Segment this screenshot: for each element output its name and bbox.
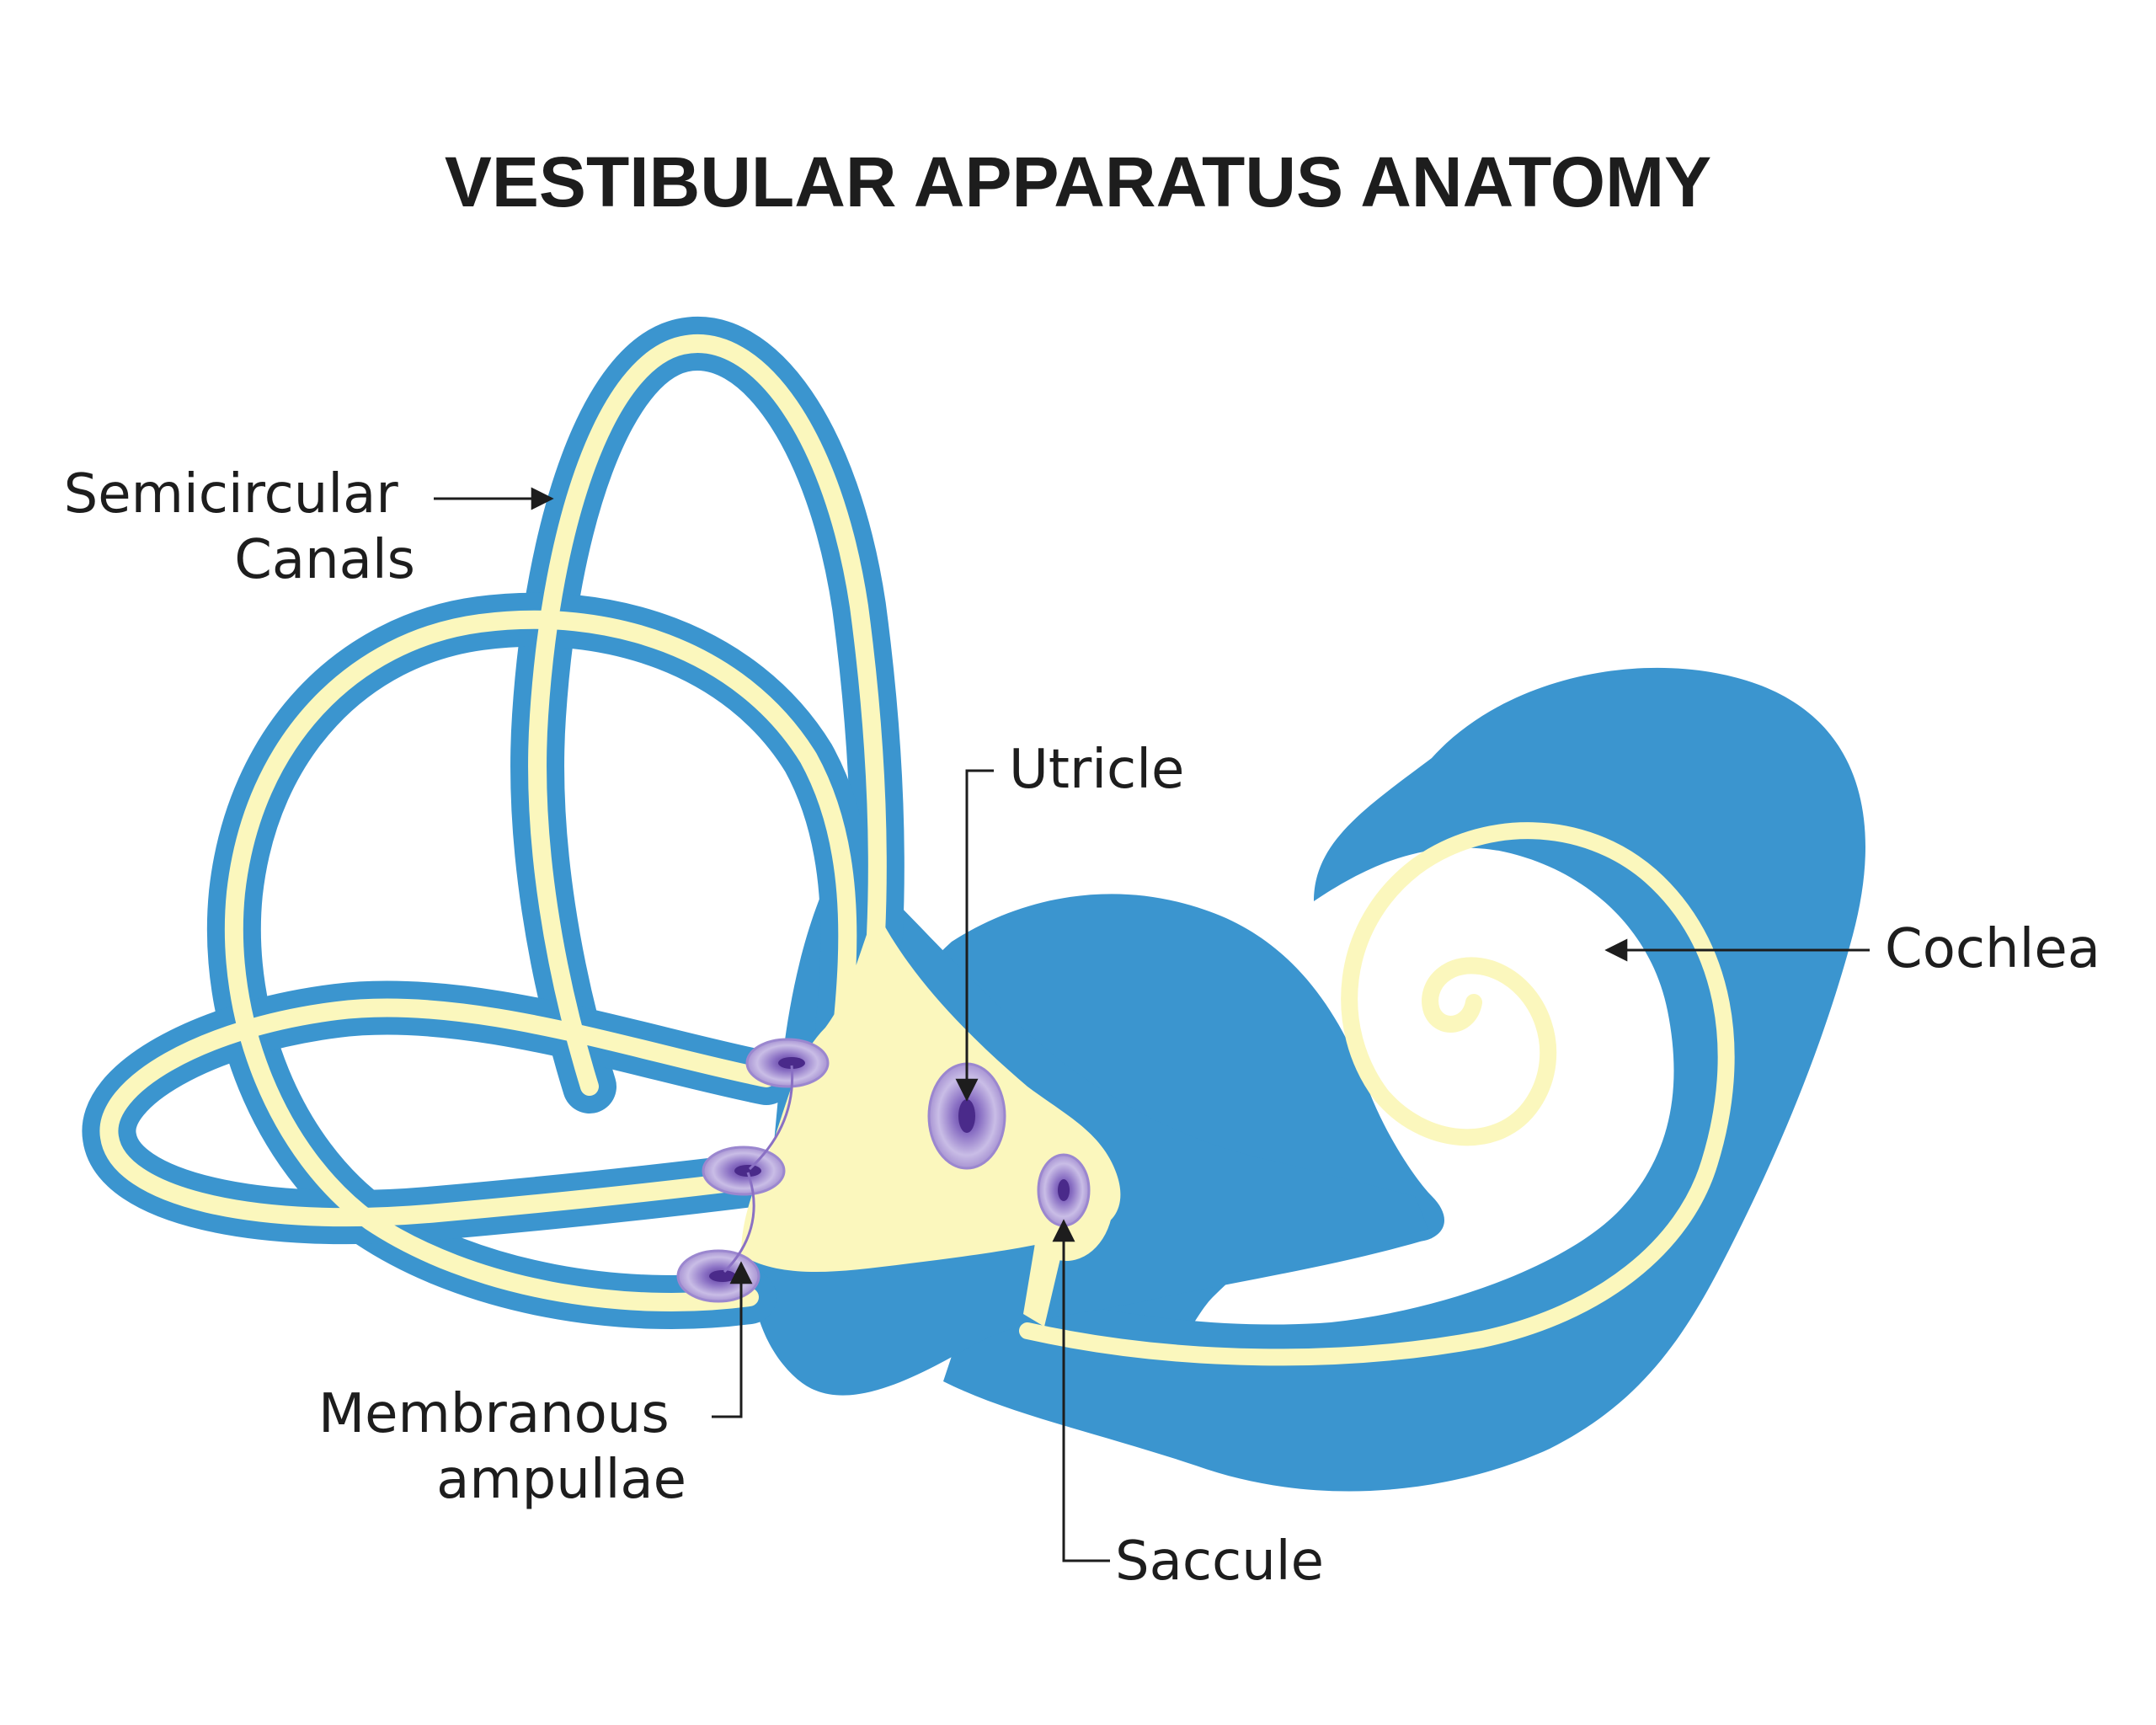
semicircular-canals-label: Semicircular Canals	[64, 463, 415, 591]
utricle-leader	[955, 769, 994, 1102]
semicircular-canals	[82, 317, 905, 1329]
utricle-label: Utricle	[1009, 739, 1184, 801]
superior-canal-lumen	[528, 334, 887, 1096]
saccule-macula	[1037, 1153, 1091, 1227]
saccule-label: Saccule	[1115, 1530, 1324, 1593]
utricle-macula	[927, 1062, 1006, 1170]
membranous-ampullae-leader	[712, 1261, 753, 1418]
ampulla-superior	[745, 1038, 830, 1088]
saccule-leader	[1052, 1219, 1110, 1562]
membranous-ampullae-label: Membranous ampullae	[318, 1383, 686, 1511]
ampulla-lateral	[702, 1146, 786, 1196]
cochlea-label: Cochlea	[1885, 918, 2100, 980]
posterior-canal-lumen	[224, 610, 857, 1311]
cochlear-duct	[1019, 822, 1735, 1366]
saccule-connector	[1023, 1238, 1061, 1327]
diagram-title: VESTIBULAR APPARATUS ANATOMY	[445, 142, 1711, 222]
ampulla-posterior	[676, 1249, 760, 1303]
lateral-canal-lumen	[99, 998, 776, 1227]
